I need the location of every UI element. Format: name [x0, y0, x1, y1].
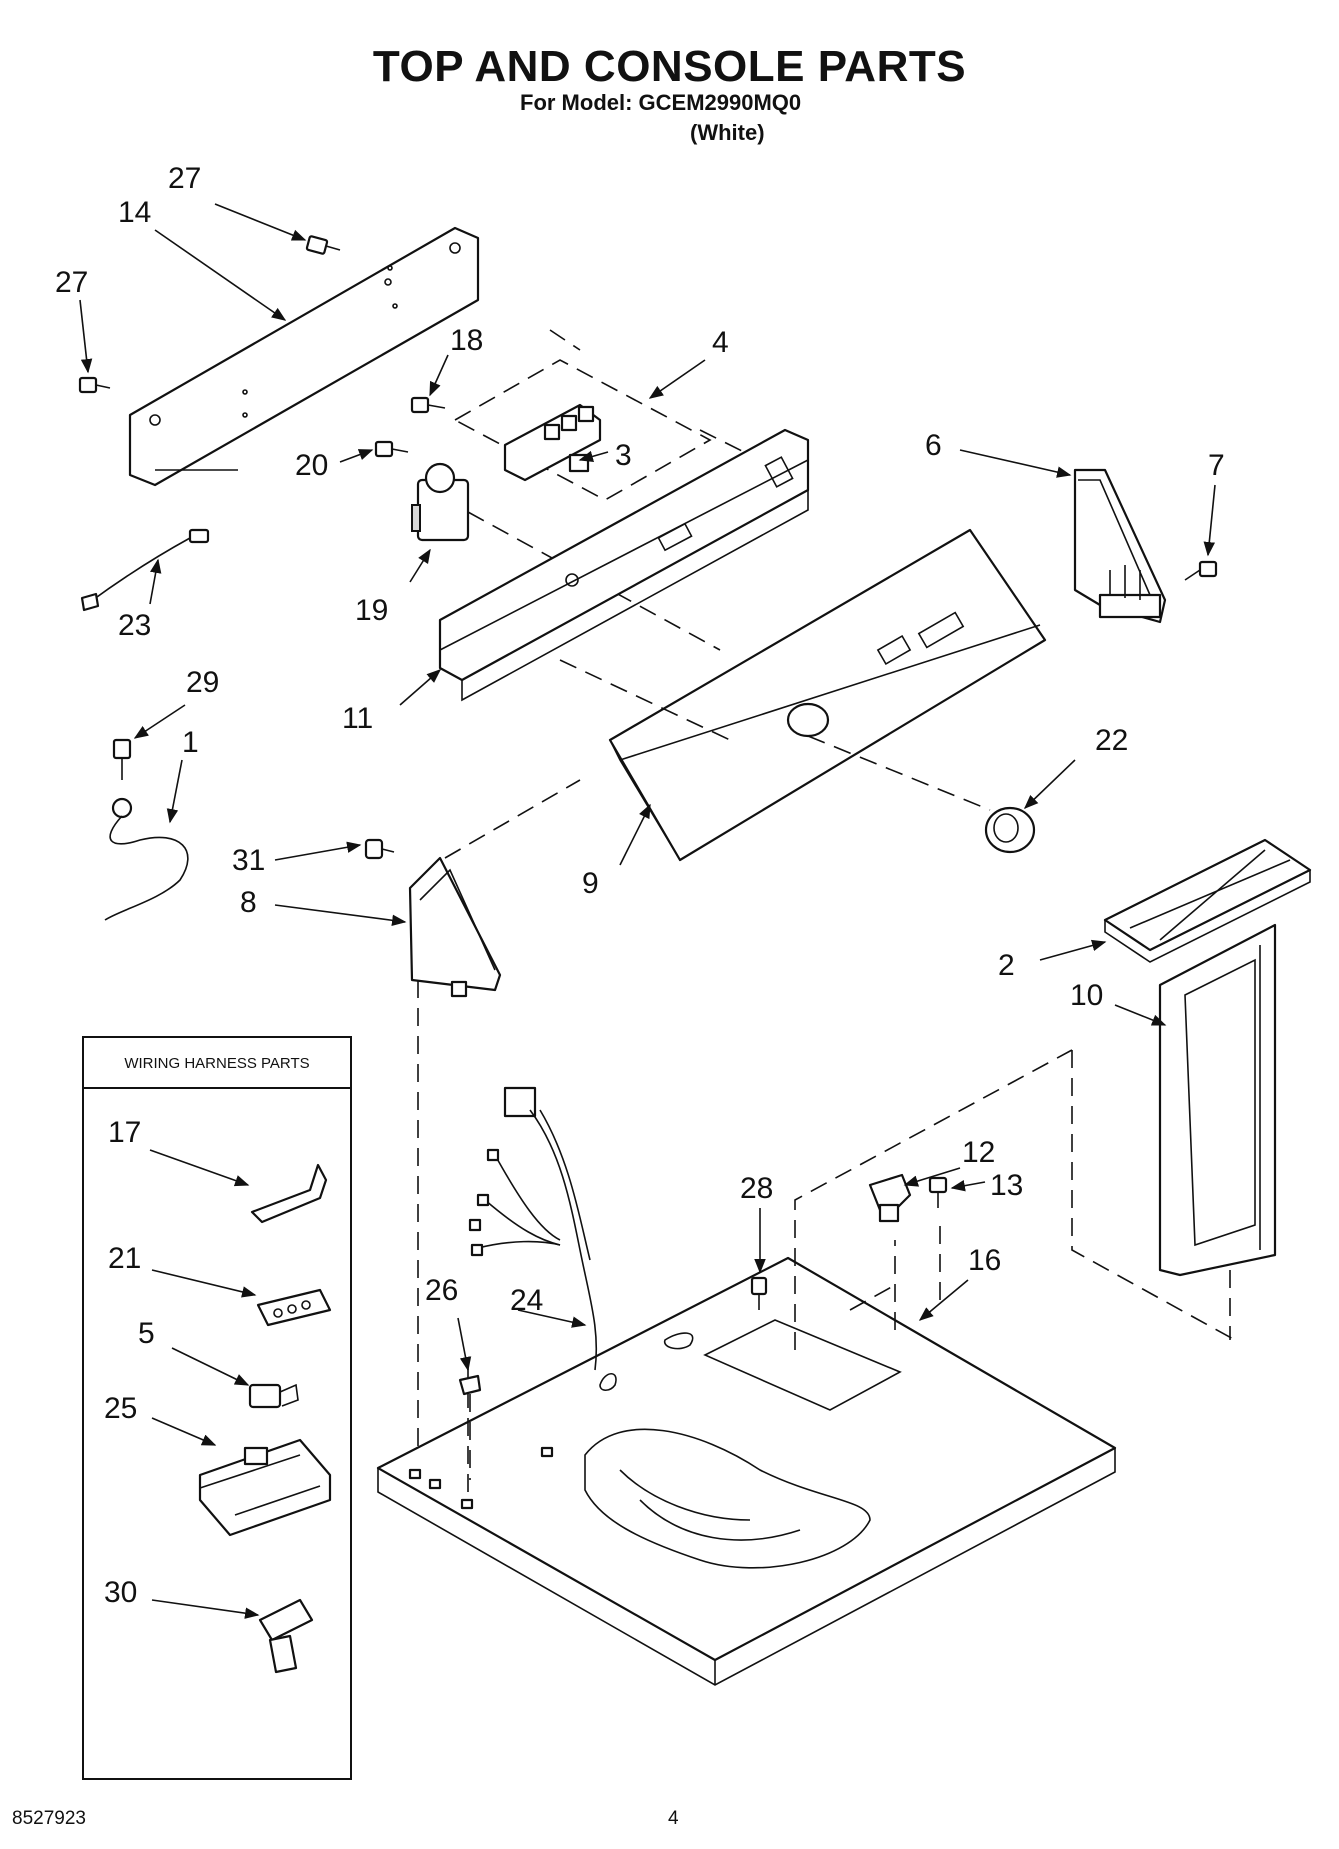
wiring-box-title: WIRING HARNESS PARTS: [124, 1055, 309, 1072]
callout-1: 1: [182, 726, 199, 759]
ground-wire-23: [80, 528, 210, 612]
lint-cover-2: [1103, 838, 1312, 963]
callout-5: 5: [138, 1317, 155, 1350]
knob-22: [984, 806, 1036, 854]
console-panel-9: [559, 528, 1047, 862]
top-panel-16: [376, 1256, 1117, 1686]
block-25: [198, 1438, 332, 1537]
callout-8: 8: [240, 886, 257, 919]
callout-9: 9: [582, 867, 599, 900]
callout-19: 19: [355, 594, 388, 627]
callout-22: 22: [1095, 724, 1128, 757]
clip-30: [258, 1598, 314, 1674]
screw-18: [410, 396, 446, 414]
color-note: (White): [690, 120, 765, 145]
callout-3: 3: [615, 439, 632, 472]
callout-21: 21: [108, 1242, 141, 1275]
screw-27-upper: [305, 235, 341, 255]
callout-18: 18: [450, 324, 483, 357]
callout-29: 29: [186, 666, 219, 699]
doc-number: 8527923: [12, 1808, 86, 1829]
page-number: 4: [668, 1808, 679, 1829]
ground-wire-1: [104, 797, 189, 921]
callout-27-upper: 27: [168, 162, 201, 195]
wiring-harness-box: [82, 1036, 352, 1780]
console-base-11: [438, 428, 810, 702]
callout-10: 10: [1070, 979, 1103, 1012]
bracket-12: [868, 1173, 912, 1223]
connector-5: [248, 1383, 299, 1409]
screw-29: [112, 738, 132, 780]
callout-11: 11: [342, 702, 373, 735]
dashed-switch-outline: [453, 329, 781, 501]
clip-26: [458, 1374, 482, 1480]
console-rear-panel: [128, 226, 480, 487]
callout-20: 20: [295, 449, 328, 482]
end-cap-right-6: [1073, 468, 1167, 624]
model-line: For Model: GCEM2990MQ0: [520, 90, 802, 115]
callout-28: 28: [740, 1172, 773, 1205]
page-title: TOP AND CONSOLE PARTS: [372, 42, 967, 91]
callout-12: 12: [962, 1136, 995, 1169]
callout-16: 16: [968, 1244, 1001, 1277]
callout-7: 7: [1208, 449, 1225, 482]
callout-13: 13: [990, 1169, 1023, 1202]
screw-27-lower: [78, 376, 111, 394]
callout-31: 31: [232, 844, 265, 877]
callout-17: 17: [108, 1116, 141, 1149]
clip-31: [364, 838, 395, 860]
callout-2: 2: [998, 949, 1015, 982]
wire-harness-24: [468, 1086, 598, 1371]
callout-23: 23: [118, 609, 151, 642]
callout-27-lower: 27: [55, 266, 88, 299]
timer-19: [411, 462, 721, 651]
screw-28: [750, 1276, 768, 1310]
callout-24: 24: [510, 1284, 543, 1317]
callout-4: 4: [712, 326, 729, 359]
end-cap-left-8: [408, 779, 581, 1460]
callout-6: 6: [925, 429, 942, 462]
callout-30: 30: [104, 1576, 137, 1609]
push-button-switch: [503, 403, 602, 482]
callout-25: 25: [104, 1392, 137, 1425]
callout-14: 14: [118, 196, 151, 229]
connector-21: [256, 1288, 332, 1327]
lint-duct-10: [1158, 923, 1277, 1277]
terminal-17: [250, 1163, 328, 1224]
callout-leaders: [79, 203, 1216, 1619]
screw-13: [928, 1176, 948, 1208]
screw-20: [374, 440, 409, 458]
callout-26: 26: [425, 1274, 458, 1307]
screw-7: [1184, 560, 1218, 581]
top-dashed-guides: [467, 1049, 1236, 1492]
